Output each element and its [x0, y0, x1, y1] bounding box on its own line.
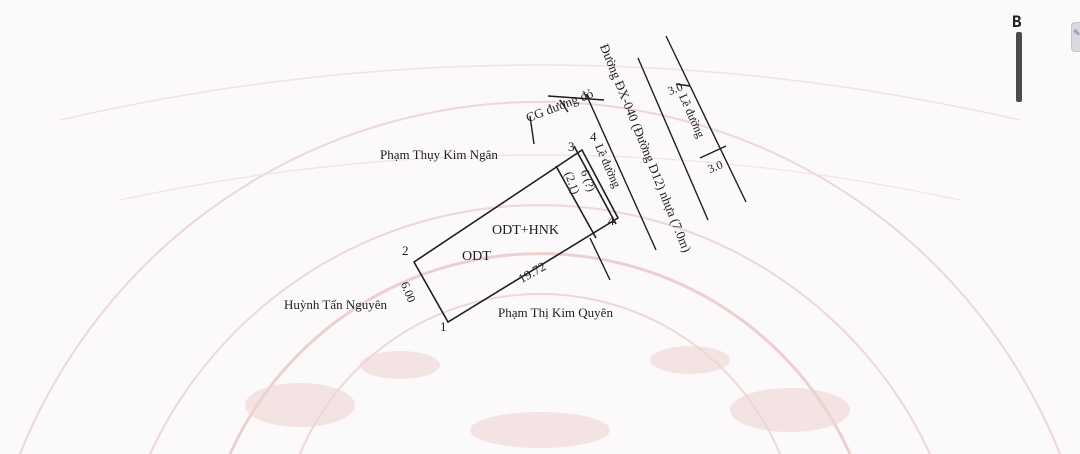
north-arrow-icon [1016, 32, 1022, 102]
neighbor-south: Phạm Thị Kim Quyên [498, 305, 613, 320]
red-line-tick [547, 95, 605, 101]
watermark-motif [245, 346, 850, 448]
frontage-line [573, 145, 617, 225]
zone-label-odt: ODT [462, 249, 491, 264]
neighbor-north: Phạm Thụy Kim Ngân [380, 147, 498, 162]
vertex-4-top: 4 [590, 129, 597, 144]
vertex-2: 2 [402, 243, 409, 258]
red-line-arrow [559, 99, 569, 113]
front-offset-line [589, 237, 611, 281]
red-line-leader [529, 115, 535, 145]
sidewalk-top-tick [675, 83, 691, 87]
land-plot [412, 145, 620, 324]
zone-label-odt-hnk: ODT+HNK [492, 223, 559, 238]
sidewalk-right-tick [699, 145, 727, 159]
north-marker: B [1012, 12, 1022, 31]
pencil-icon[interactable]: ✎ [1073, 29, 1080, 39]
plot-boundary [412, 148, 620, 324]
road-edge-right [665, 35, 747, 203]
setback-line [555, 165, 597, 239]
vertex-1: 1 [440, 319, 447, 334]
red-line-boundary [585, 93, 657, 251]
side-panel-handle[interactable] [1071, 22, 1080, 52]
road-edge-left [637, 57, 709, 221]
vertex-3: 3 [568, 139, 575, 154]
road-lines [529, 35, 747, 281]
watermark-seal [19, 64, 1061, 454]
vertex-4-bottom: 4 [608, 213, 615, 228]
neighbor-west: Huỳnh Tấn Nguyên [284, 297, 388, 312]
